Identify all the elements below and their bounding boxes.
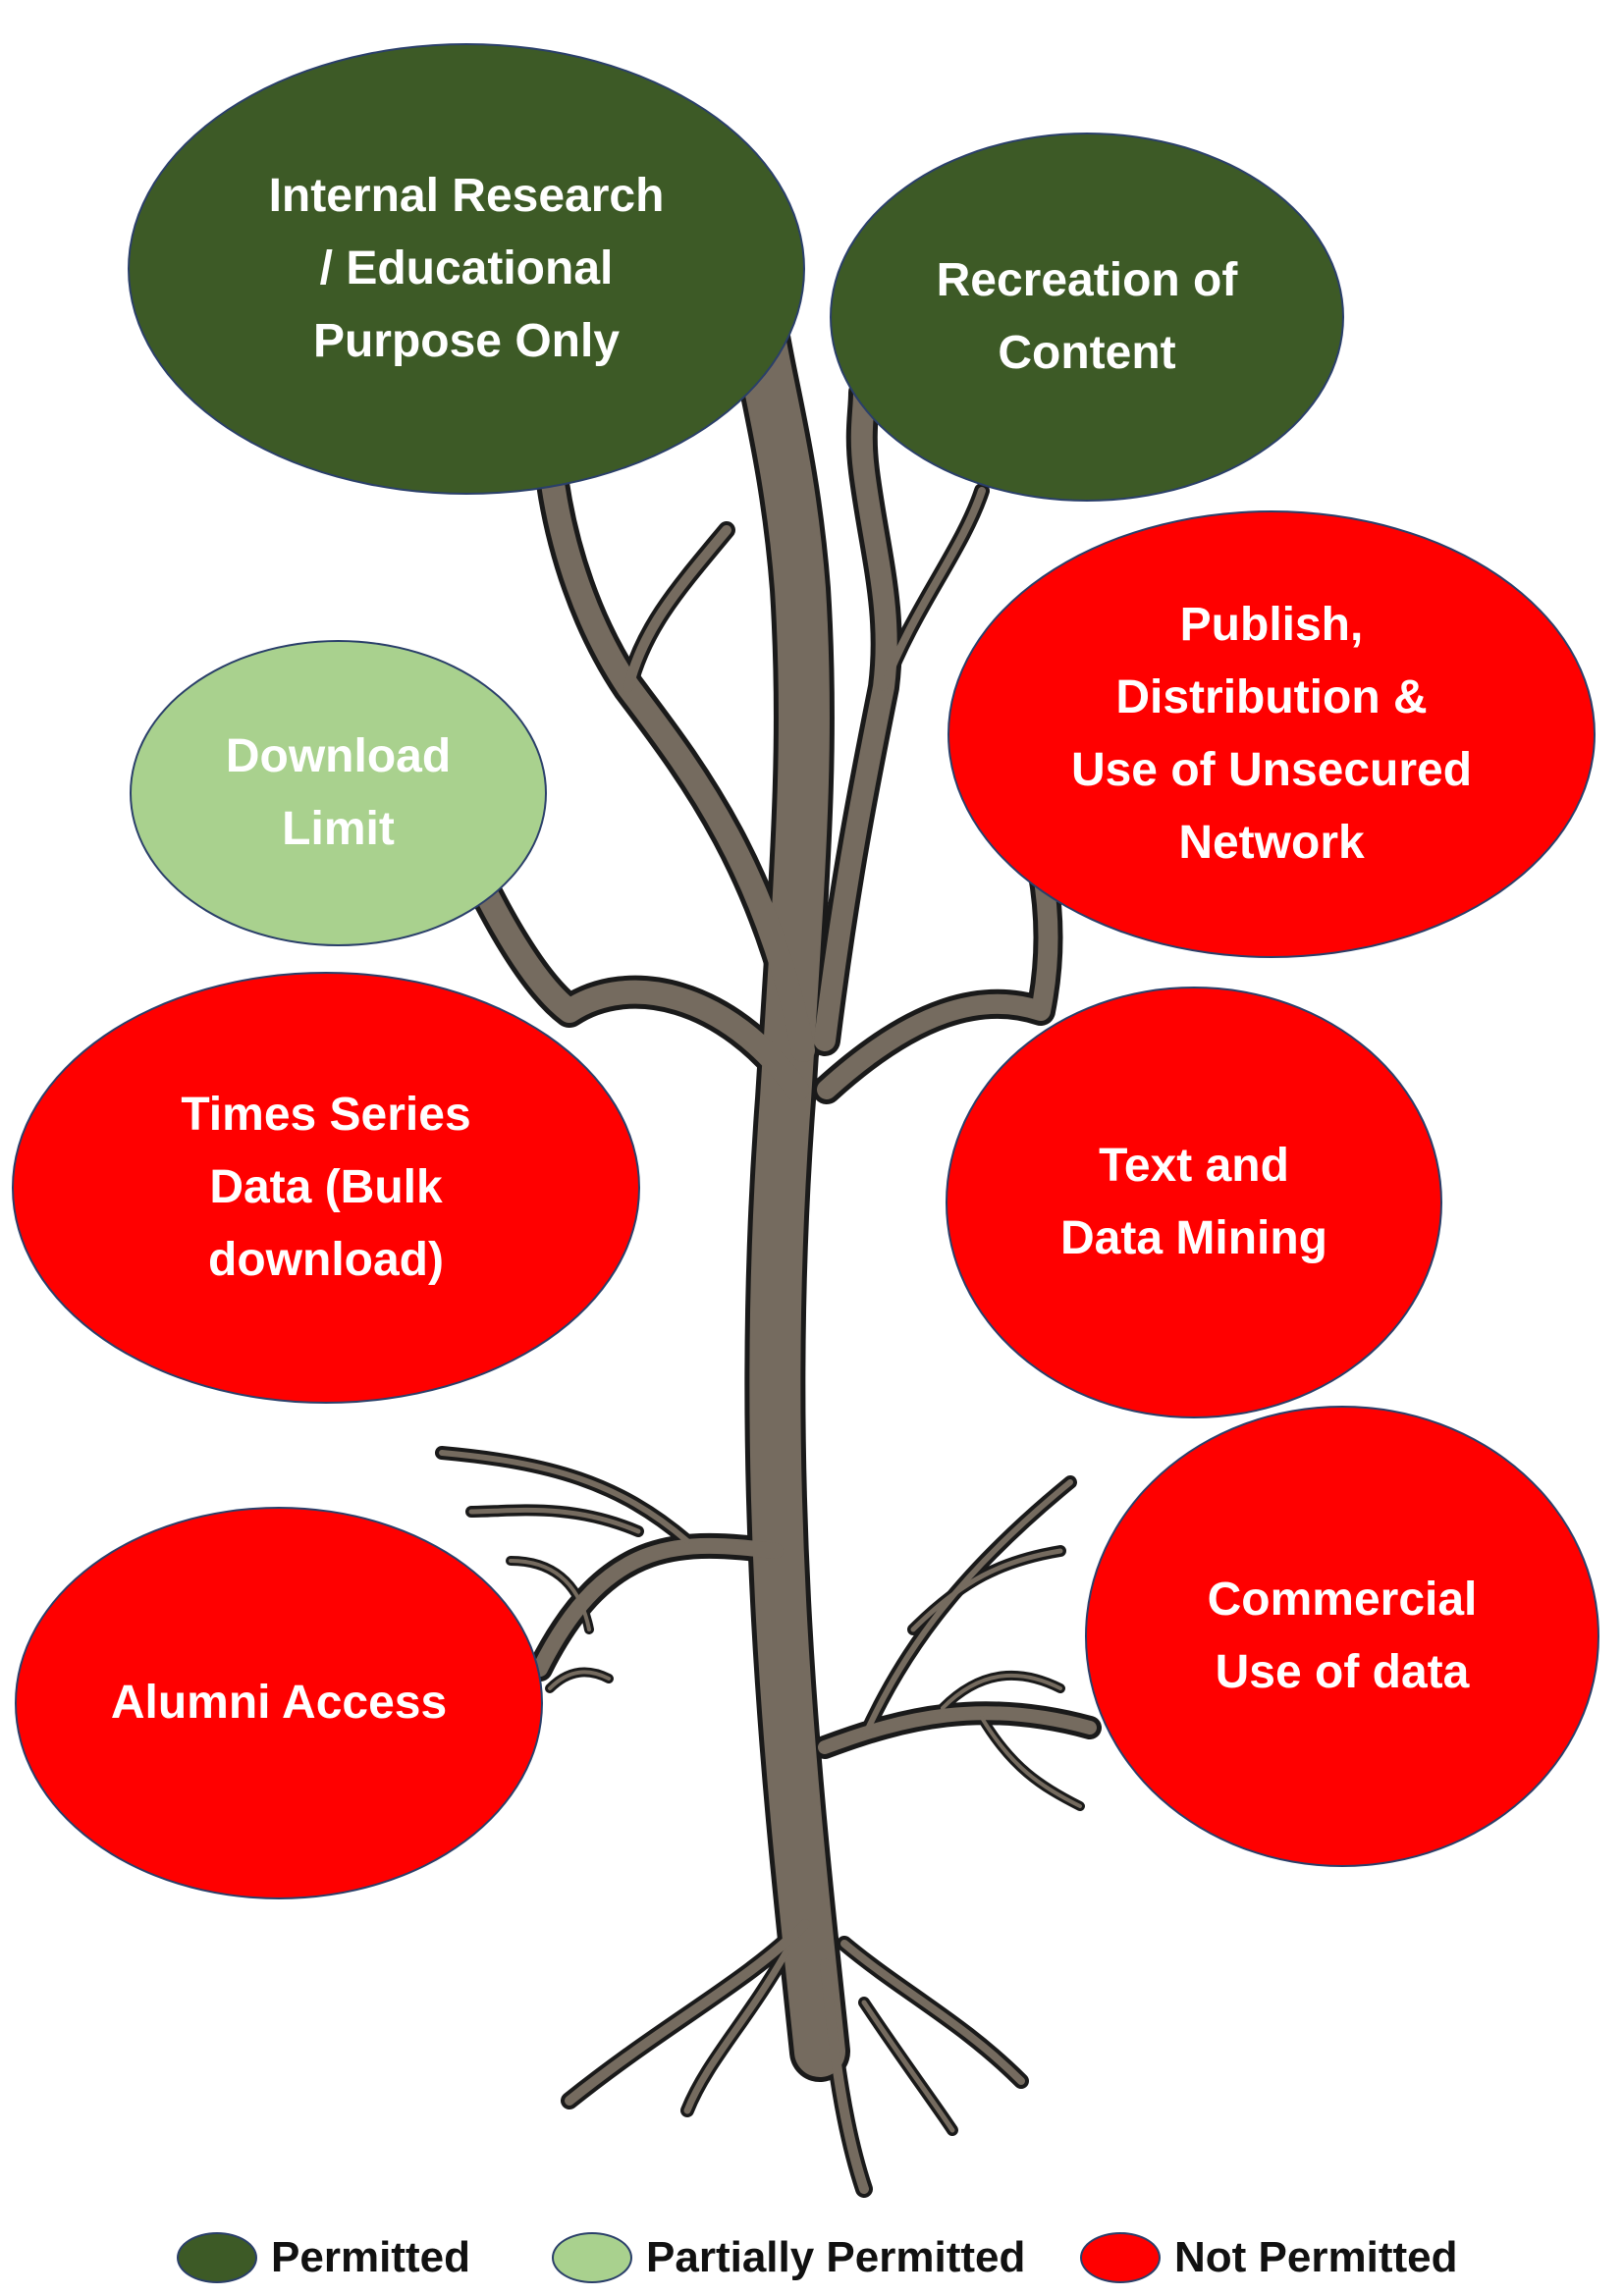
node-internal-research: Internal Research / Educational Purpose … [128, 43, 805, 495]
twig-lower-left-a [435, 1446, 694, 1548]
twig-lower-right-a [857, 1475, 1077, 1744]
legend-swatch-partially-permitted [552, 2232, 632, 2283]
node-text-data-mining-label: Text and Data Mining [1060, 1140, 1327, 1264]
node-alumni-access-label: Alumni Access [110, 1677, 448, 1729]
legend-label-partially-permitted: Partially Permitted [646, 2233, 1026, 2281]
node-text-data-mining: Text and Data Mining [946, 987, 1442, 1418]
legend: Permitted Partially Permitted Not Permit… [0, 2226, 1624, 2295]
legend-swatch-permitted [177, 2232, 257, 2283]
node-recreation-of-content-label: Recreation of Content [936, 254, 1238, 379]
legend-label-not-permitted: Not Permitted [1174, 2233, 1458, 2281]
node-download-limit: Download Limit [130, 640, 547, 946]
node-download-limit-label: Download Limit [225, 730, 452, 855]
node-commercial-use: Commercial Use of data [1085, 1406, 1599, 1867]
legend-item-partially-permitted: Partially Permitted [552, 2232, 1025, 2283]
node-recreation-of-content: Recreation of Content [830, 133, 1344, 502]
node-publish-distribution: Publish, Distribution & Use of Unsecured… [947, 510, 1596, 958]
node-time-series-data: Times Series Data (Bulk download) [12, 972, 640, 1404]
node-internal-research-label: Internal Research / Educational Purpose … [268, 170, 665, 367]
legend-label-permitted: Permitted [271, 2233, 470, 2281]
legend-item-not-permitted: Not Permitted [1080, 2232, 1457, 2283]
node-time-series-data-label: Times Series Data (Bulk download) [181, 1089, 471, 1286]
node-commercial-use-label: Commercial Use of data [1207, 1574, 1478, 1698]
node-publish-distribution-label: Publish, Distribution & Use of Unsecured… [1070, 599, 1473, 869]
legend-swatch-not-permitted [1080, 2232, 1161, 2283]
legend-item-permitted: Permitted [177, 2232, 470, 2283]
node-alumni-access: Alumni Access [15, 1507, 543, 1899]
